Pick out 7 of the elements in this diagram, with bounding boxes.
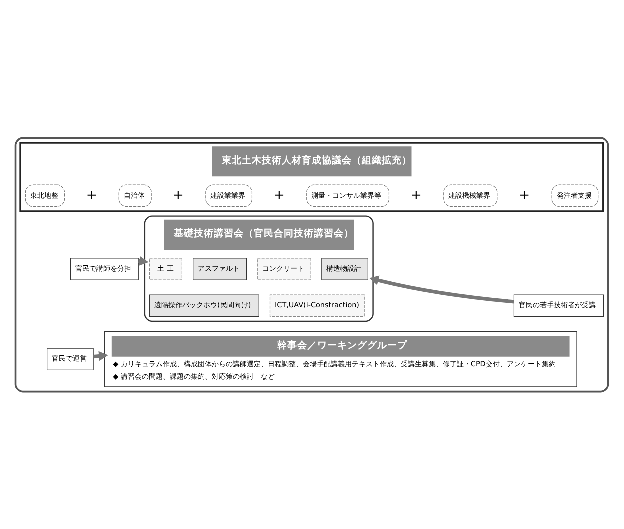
label: + — [519, 188, 530, 203]
label: + — [410, 188, 422, 203]
cluster — [14, 136, 610, 392]
arrow — [370, 275, 514, 304]
label: + — [86, 188, 98, 203]
label: + — [172, 188, 184, 203]
label: + — [274, 188, 285, 203]
